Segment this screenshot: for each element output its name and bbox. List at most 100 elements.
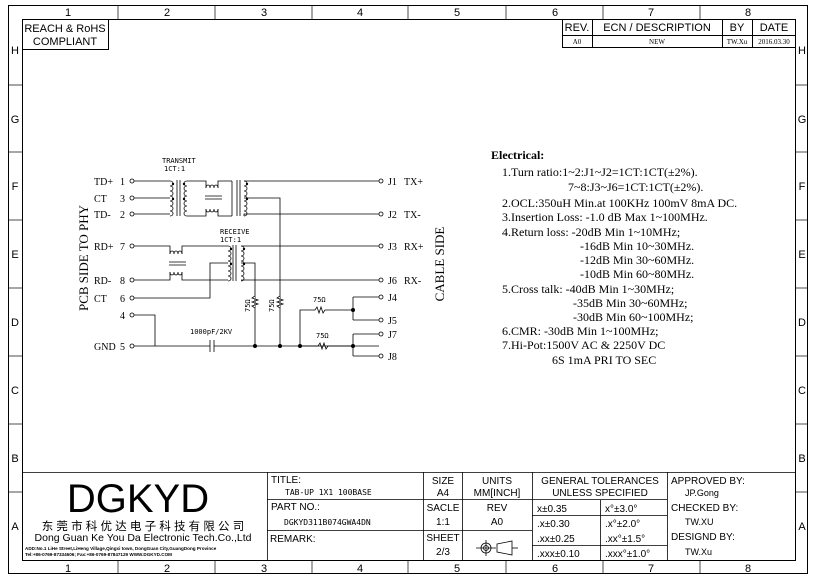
- col-label: 7: [648, 563, 654, 575]
- cable-side-label: CABLE SIDE: [432, 227, 447, 302]
- rev-value: A0: [491, 517, 504, 528]
- pin-name: TD+: [94, 177, 113, 188]
- tolerance-angular: .xx°±1.5°: [605, 534, 645, 545]
- tolerance-subtitle: UNLESS SPECIFIED: [552, 488, 648, 499]
- note-line: 3.Insertion Loss: -1.0 dB Max 1~100MHz.: [502, 210, 708, 224]
- jack-pin: J7: [388, 330, 397, 341]
- jack-pin: J5: [388, 316, 397, 327]
- note-line: -10dB Min 60~80MHz.: [580, 267, 694, 281]
- ecn-cell: NEW: [649, 38, 665, 46]
- note-line: -12dB Min 30~60MHz.: [580, 253, 694, 267]
- note-line: -16dB Min 10~30MHz.: [580, 239, 694, 253]
- electrical-notes: Electrical: 1.Turn ratio:1~2:J1~J2=1CT:1…: [491, 148, 737, 367]
- row-label: G: [11, 114, 20, 126]
- capacitor-label: 1000pF/2KV: [190, 328, 233, 336]
- col-label: 8: [745, 7, 751, 19]
- jack-signal: RX+: [404, 242, 424, 253]
- note-line: 7.Hi-Pot:1500V AC & 2250V DC: [502, 338, 665, 352]
- frame: [8, 5, 808, 574]
- col-label: 4: [357, 7, 363, 19]
- col-label: 2: [164, 7, 170, 19]
- col-label: 5: [454, 563, 460, 575]
- note-line: -35dB Min 30~60MHz;: [573, 296, 688, 310]
- title-block: DGKYD 东 莞 市 科 优 达 电 子 科 技 有 限 公 司 Dong G…: [22, 472, 796, 561]
- note-line: 7~8:J3~J6=1CT:1CT(±2%).: [568, 180, 703, 194]
- note-line: 6.CMR: -30dB Min 1~100MHz;: [502, 324, 659, 338]
- tolerance-linear: .x±0.30: [537, 519, 570, 530]
- pin-name: CT: [94, 294, 107, 305]
- pin-number: 2: [120, 210, 125, 221]
- junction-dots: [171, 182, 355, 348]
- tolerance-linear: .xx±0.25: [537, 534, 575, 545]
- title-label: TITLE:: [271, 475, 301, 486]
- row-label: F: [799, 181, 806, 193]
- receive-ratio: 1CT:1: [220, 236, 241, 244]
- resistor-label: 75Ω: [268, 299, 276, 312]
- part-number: DGKYD311B074GWA4DN: [284, 518, 371, 527]
- date-header: DATE: [760, 22, 789, 34]
- size-label: SIZE: [432, 476, 455, 487]
- rev-header: REV.: [565, 22, 590, 34]
- row-label: E: [798, 249, 805, 261]
- row-label: H: [798, 45, 806, 57]
- pin-number: 5: [120, 342, 125, 353]
- tolerance-title: GENERAL TOLERANCES: [541, 476, 659, 487]
- wiring: [129, 178, 384, 359]
- scale-label: SACLE: [427, 503, 460, 514]
- row-label: F: [12, 181, 19, 193]
- row-label: G: [798, 114, 807, 126]
- row-label: E: [11, 249, 18, 261]
- frame-labels: 1 2 3 4 5 6 7 8 1 2 3 4 5 6 7 8 H G F E …: [11, 7, 807, 575]
- pin-number: 3: [120, 194, 125, 205]
- tolerance-angular: .x°±2.0°: [605, 519, 640, 530]
- col-label: 7: [648, 7, 654, 19]
- designed-label: DESIGND BY:: [671, 532, 735, 543]
- tolerance-angular: x°±3.0°: [605, 504, 637, 515]
- tolerance-linear: .xxx±0.10: [537, 549, 580, 560]
- resistor-label: 75Ω: [316, 332, 329, 340]
- compliance-line2: COMPLIANT: [33, 36, 97, 48]
- date-cell: 2016.03.30: [758, 38, 790, 46]
- revision-table: REV. ECN / DESCRIPTION BY DATE A0 NEW TW…: [562, 19, 796, 48]
- jack-pin: J2: [388, 210, 397, 221]
- jack-pin: J1: [388, 177, 397, 188]
- jack-signal: TX+: [404, 177, 423, 188]
- col-label: 6: [552, 7, 558, 19]
- note-line: 2.OCL:350uH Min.at 100KHz 100mV 8mA DC.: [502, 196, 737, 210]
- schematic: PCB SIDE TO PHY CABLE SIDE TD+ CT TD- RD…: [76, 157, 447, 363]
- by-cell: TW.Xu: [727, 38, 748, 46]
- pin-number: 1: [120, 177, 125, 188]
- col-label: 2: [164, 563, 170, 575]
- size-value: A4: [437, 488, 450, 499]
- ecn-header: ECN / DESCRIPTION: [603, 22, 711, 34]
- jack-signal: TX-: [404, 210, 421, 221]
- col-label: 4: [357, 563, 363, 575]
- scale-value: 1:1: [436, 517, 450, 528]
- checked-by: TW.XU: [685, 517, 714, 527]
- compliance-line1: REACH & RoHS: [24, 23, 105, 35]
- note-line: 5.Cross talk: -40dB Min 1~30MHz;: [502, 282, 674, 296]
- pin-name: RD-: [94, 276, 111, 287]
- col-label: 3: [261, 7, 267, 19]
- jack-signal: RX-: [404, 276, 421, 287]
- company-name-cn: 东 莞 市 科 优 达 电 子 科 技 有 限 公 司: [42, 519, 245, 533]
- row-label: B: [798, 453, 805, 465]
- rev-cell: A0: [573, 38, 582, 46]
- transmit-label: TRANSMIT: [162, 157, 197, 165]
- approved-label: APPROVED BY:: [671, 476, 745, 487]
- company-address: ADD:No.1 LiHe Street,LiHeng Village,Qing…: [25, 546, 217, 551]
- rev-label: REV: [487, 503, 508, 514]
- note-line: 6S 1mA PRI TO SEC: [552, 353, 656, 367]
- note-line: -30dB Min 60~100MHz;: [573, 310, 694, 324]
- row-label: H: [11, 45, 19, 57]
- note-line: 1.Turn ratio:1~2:J1~J2=1CT:1CT(±2%).: [502, 165, 698, 179]
- tolerance-angular: .xxx°±1.0°: [605, 549, 650, 560]
- pin-number: 4: [120, 311, 125, 322]
- note-line: 4.Return loss: -20dB Min 1~10MHz;: [502, 225, 680, 239]
- row-label: C: [798, 385, 806, 397]
- col-label: 1: [65, 563, 71, 575]
- remark-label: REMARK:: [270, 534, 316, 545]
- checked-label: CHECKED BY:: [671, 503, 738, 514]
